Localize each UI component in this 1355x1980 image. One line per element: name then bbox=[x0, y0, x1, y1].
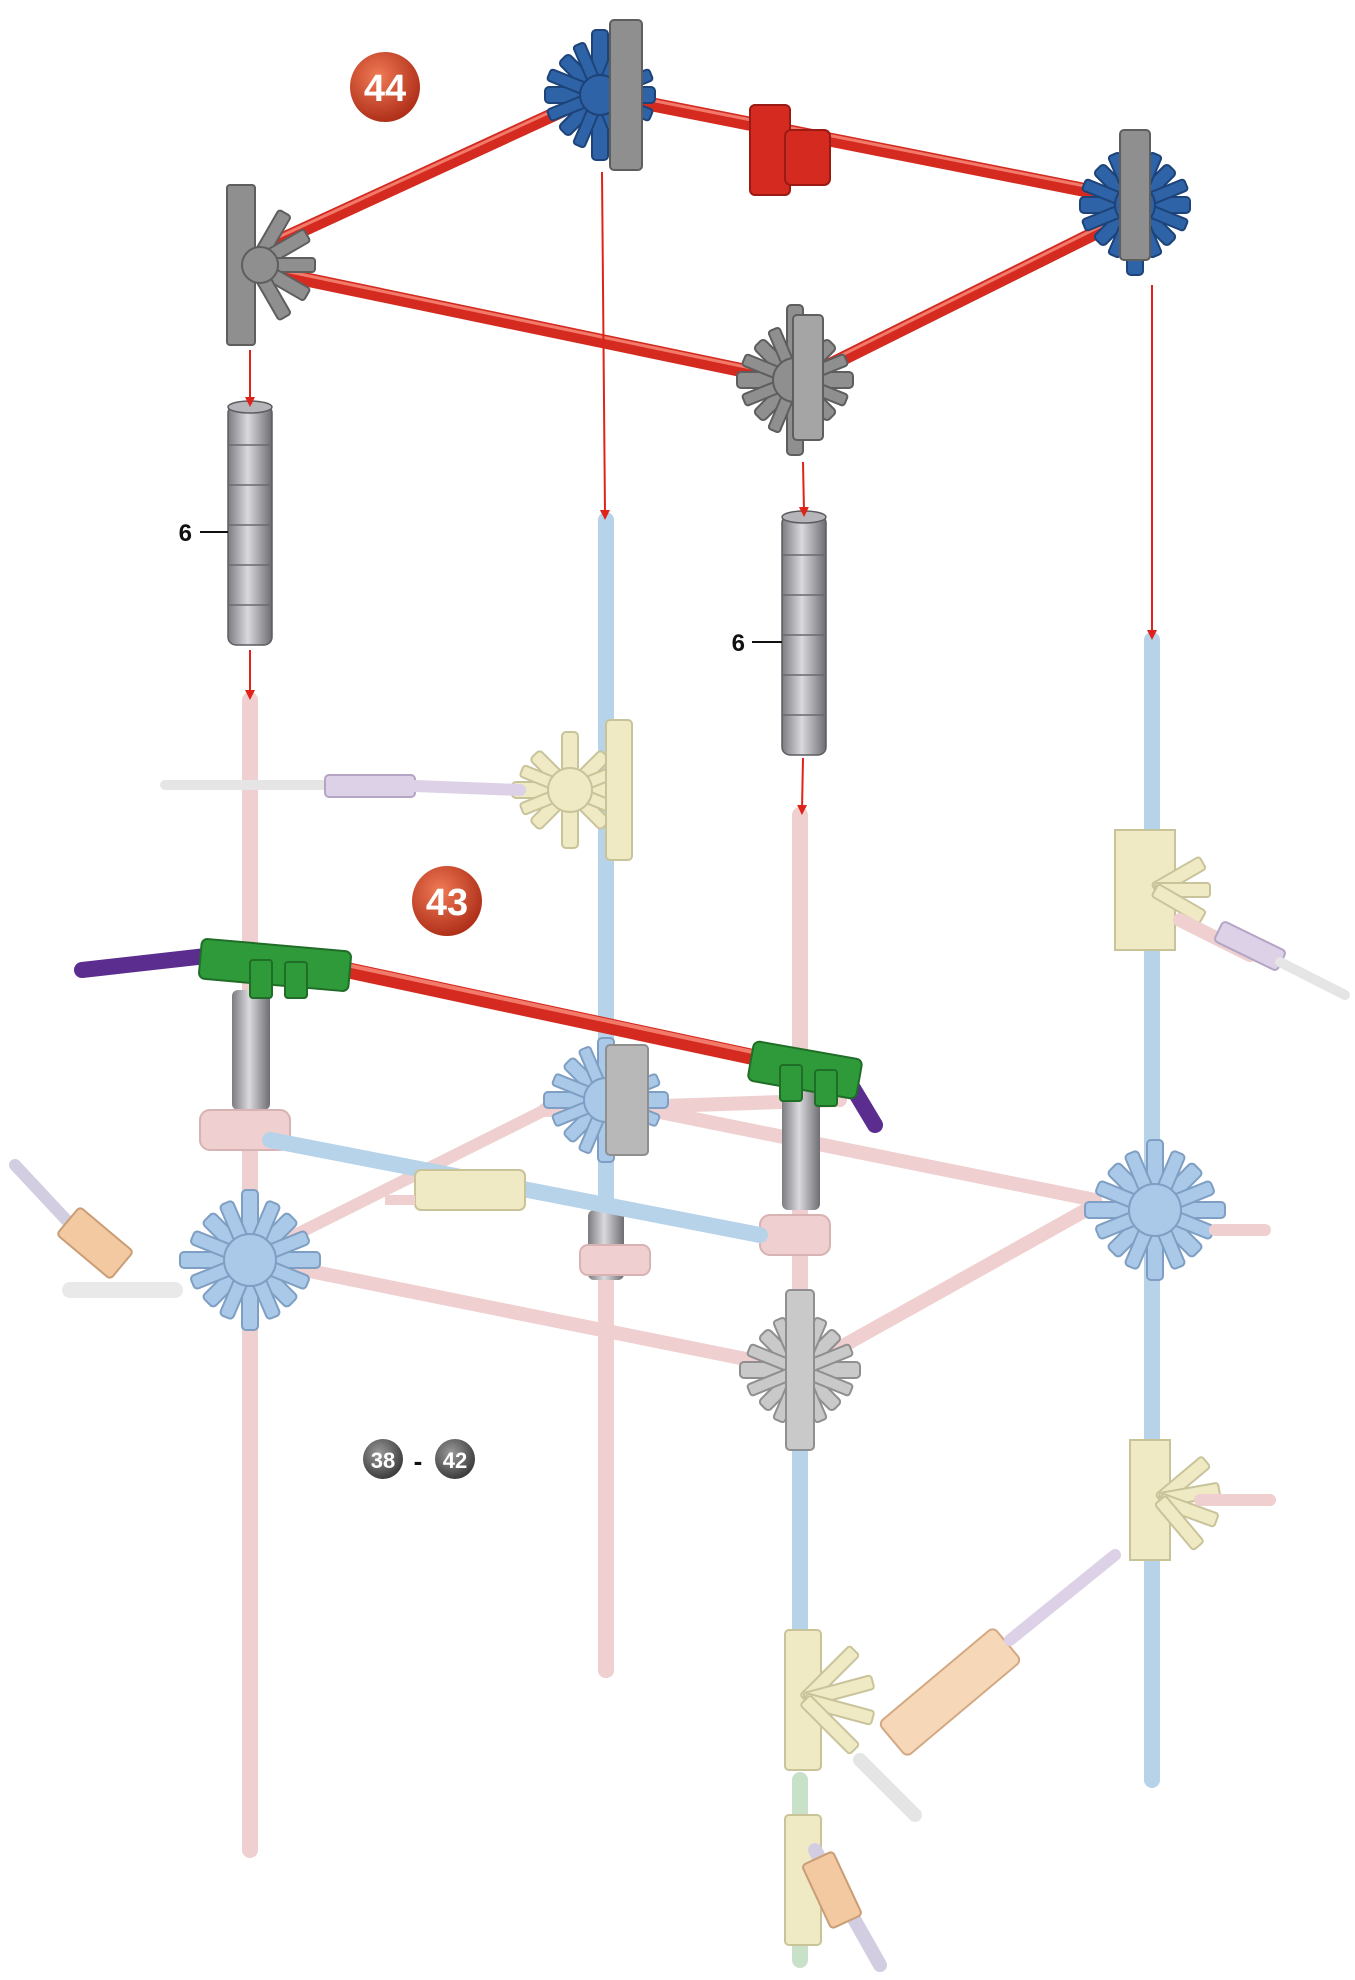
step-44-assembly bbox=[226, 19, 1191, 456]
step-range-badge: 38 - 42 bbox=[363, 1439, 475, 1479]
connector-green-right bbox=[747, 1040, 863, 1107]
rod-red bbox=[278, 268, 772, 382]
side-rod-lilac-left bbox=[160, 774, 526, 798]
arrow-line bbox=[797, 757, 808, 815]
step-badge-previous: 43 bbox=[412, 866, 482, 936]
connector-yellow bbox=[511, 719, 633, 861]
step-43-assembly bbox=[74, 938, 883, 1133]
side-handle-bottom bbox=[802, 1843, 887, 1972]
step-badge-current: 44 bbox=[350, 52, 420, 122]
spacer-stack-left bbox=[227, 400, 273, 646]
rod-purple bbox=[74, 947, 223, 978]
connector-yellow bbox=[784, 1629, 875, 1771]
step-range-start: 38 bbox=[371, 1448, 395, 1473]
quantity-label: 6 bbox=[179, 520, 192, 547]
connector-yellow bbox=[1129, 1439, 1276, 1561]
connector-blue-light bbox=[543, 1037, 669, 1163]
quantity-label: 6 bbox=[732, 630, 745, 657]
connector-gray bbox=[736, 304, 854, 456]
rod-pink bbox=[643, 1103, 1102, 1207]
connector-blue-dark bbox=[544, 19, 656, 171]
spacer-stack-right bbox=[781, 510, 827, 756]
rod-red bbox=[623, 93, 1117, 202]
clip-red bbox=[749, 104, 831, 196]
spacer-stack bbox=[232, 990, 270, 1110]
frame-bracket-pink bbox=[759, 1214, 831, 1256]
connector-blue-light bbox=[1084, 1139, 1271, 1281]
rod-pink bbox=[248, 1253, 807, 1377]
arrow-line bbox=[798, 461, 809, 517]
connector-yellow bbox=[385, 1169, 526, 1211]
connector-yellow bbox=[1114, 829, 1211, 951]
side-handle-right-lower bbox=[853, 1549, 1121, 1822]
quantity-callout-left: 6 bbox=[179, 520, 228, 547]
connector-blue-light bbox=[179, 1189, 321, 1331]
rod-red-highlight bbox=[298, 953, 792, 1062]
side-handle-left bbox=[9, 1159, 183, 1298]
step-range-separator: - bbox=[414, 1446, 423, 1476]
connector-gray bbox=[226, 184, 316, 346]
connector-green-left bbox=[198, 938, 352, 999]
connector-gray-lower bbox=[739, 1289, 861, 1451]
rod-red bbox=[292, 952, 798, 1073]
step-range-end: 42 bbox=[443, 1448, 467, 1473]
guide-arrows bbox=[245, 171, 1157, 815]
step-number: 44 bbox=[364, 68, 406, 110]
rod-red bbox=[263, 93, 592, 252]
frame-bracket-pink bbox=[579, 1244, 651, 1276]
step-number: 43 bbox=[426, 882, 468, 924]
connector-blue-dark bbox=[1079, 129, 1191, 276]
rod-pink bbox=[793, 1198, 1102, 1377]
quantity-callout-right: 6 bbox=[732, 630, 782, 657]
spacer-stack bbox=[782, 1080, 820, 1210]
lower-structure bbox=[9, 512, 1350, 1972]
arrow-line bbox=[599, 171, 610, 520]
side-rod-lilac-right bbox=[1173, 913, 1350, 1000]
rod-red bbox=[813, 211, 1132, 377]
